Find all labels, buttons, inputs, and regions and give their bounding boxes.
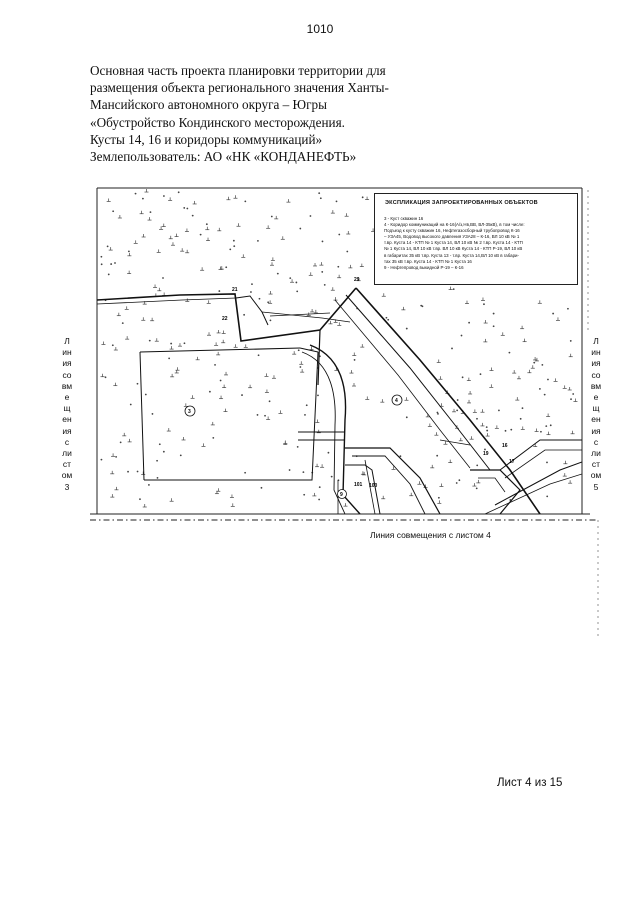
point-16-label: 16	[502, 443, 508, 449]
point-22-label: 22	[222, 316, 228, 322]
title-line: Мансийского автономного округа – Югры	[90, 97, 327, 113]
site-3-label: 3	[188, 409, 191, 415]
edge-guides	[587, 190, 599, 640]
sheet-number: Лист 4 из 15	[497, 777, 563, 789]
site-9-label: 9	[340, 492, 343, 498]
legend-item: 9 - Нефтепровод выкидной Р-19 – К-16	[384, 264, 464, 270]
title-line: «Обустройство Кондинского месторождения.	[90, 114, 345, 130]
site-4-label: 4	[395, 398, 398, 404]
legend-item: 3 - Куст скважин 16	[384, 216, 424, 221]
legend-item: тах 35 кВ т.вр. Куста 14 - КТП № 1 Куста…	[384, 258, 472, 264]
site-9-marker	[337, 489, 347, 499]
title-block: Основная часть проекта планировки террит…	[90, 62, 390, 165]
bottom-matchline-caption: Линия совмещения с листом 4	[370, 530, 491, 540]
legend-title: ЭКСПЛИКАЦИЯ ЗАПРОЕКТИРОВАННЫХ ОБЪЕКТОВ	[385, 200, 538, 206]
title-line: размещения объекта регионального значени…	[90, 80, 389, 96]
page-number: 1010	[306, 22, 334, 36]
legend-item: № 1 Куста 14, ВЛ 10 кВ т.вр. ВЛ 10 кВ Ку…	[384, 246, 523, 252]
land-user-line: Землепользователь: АО «НК «КОНДАНЕФТЬ»	[90, 149, 357, 165]
title-line: Кусты 14, 16 и коридоры коммуникаций»	[90, 131, 323, 147]
point-19-label: 19	[483, 451, 489, 457]
map-frame	[90, 187, 596, 521]
legend-box: ЭКСПЛИКАЦИЯ ЗАПРОЕКТИРОВАННЫХ ОБЪЕКТОВ 3…	[374, 193, 578, 285]
site-4-marker	[391, 394, 403, 406]
point-100-label: 100	[369, 483, 378, 489]
legend-item: Подъезд к кусту скважин 16, Нефтегазосбо…	[384, 228, 520, 234]
legend-item: – УЗА45, Водовод высокого давления УЗА28…	[384, 234, 520, 240]
allotment-boundaries	[97, 287, 582, 514]
legend-item: т.вр. Куста 14 - КТП № 1 Куста 14, ВЛ 10…	[384, 240, 523, 246]
site-3-marker	[184, 405, 196, 417]
title-line: Основная часть проекта планировки террит…	[90, 63, 386, 78]
legend-items: 3 - Куст скважин 16 4 - Коридор коммуник…	[384, 216, 573, 270]
legend-item: в габаритах 35 кВ т.вр. Куста 13 - т.вр.…	[384, 252, 519, 258]
point-29-label: 29	[354, 277, 360, 283]
legend-item: 4 - Коридор коммуникаций на К-16(А/з,Нв,…	[384, 222, 525, 228]
vegetation-symbols	[100, 191, 575, 501]
point-21-label: 21	[232, 287, 238, 293]
point-17-label: 17	[509, 459, 515, 465]
map-annotations: 3 4 9 21 22 29 16 17 19 101 100	[184, 277, 515, 499]
point-101-label: 101	[354, 482, 363, 488]
